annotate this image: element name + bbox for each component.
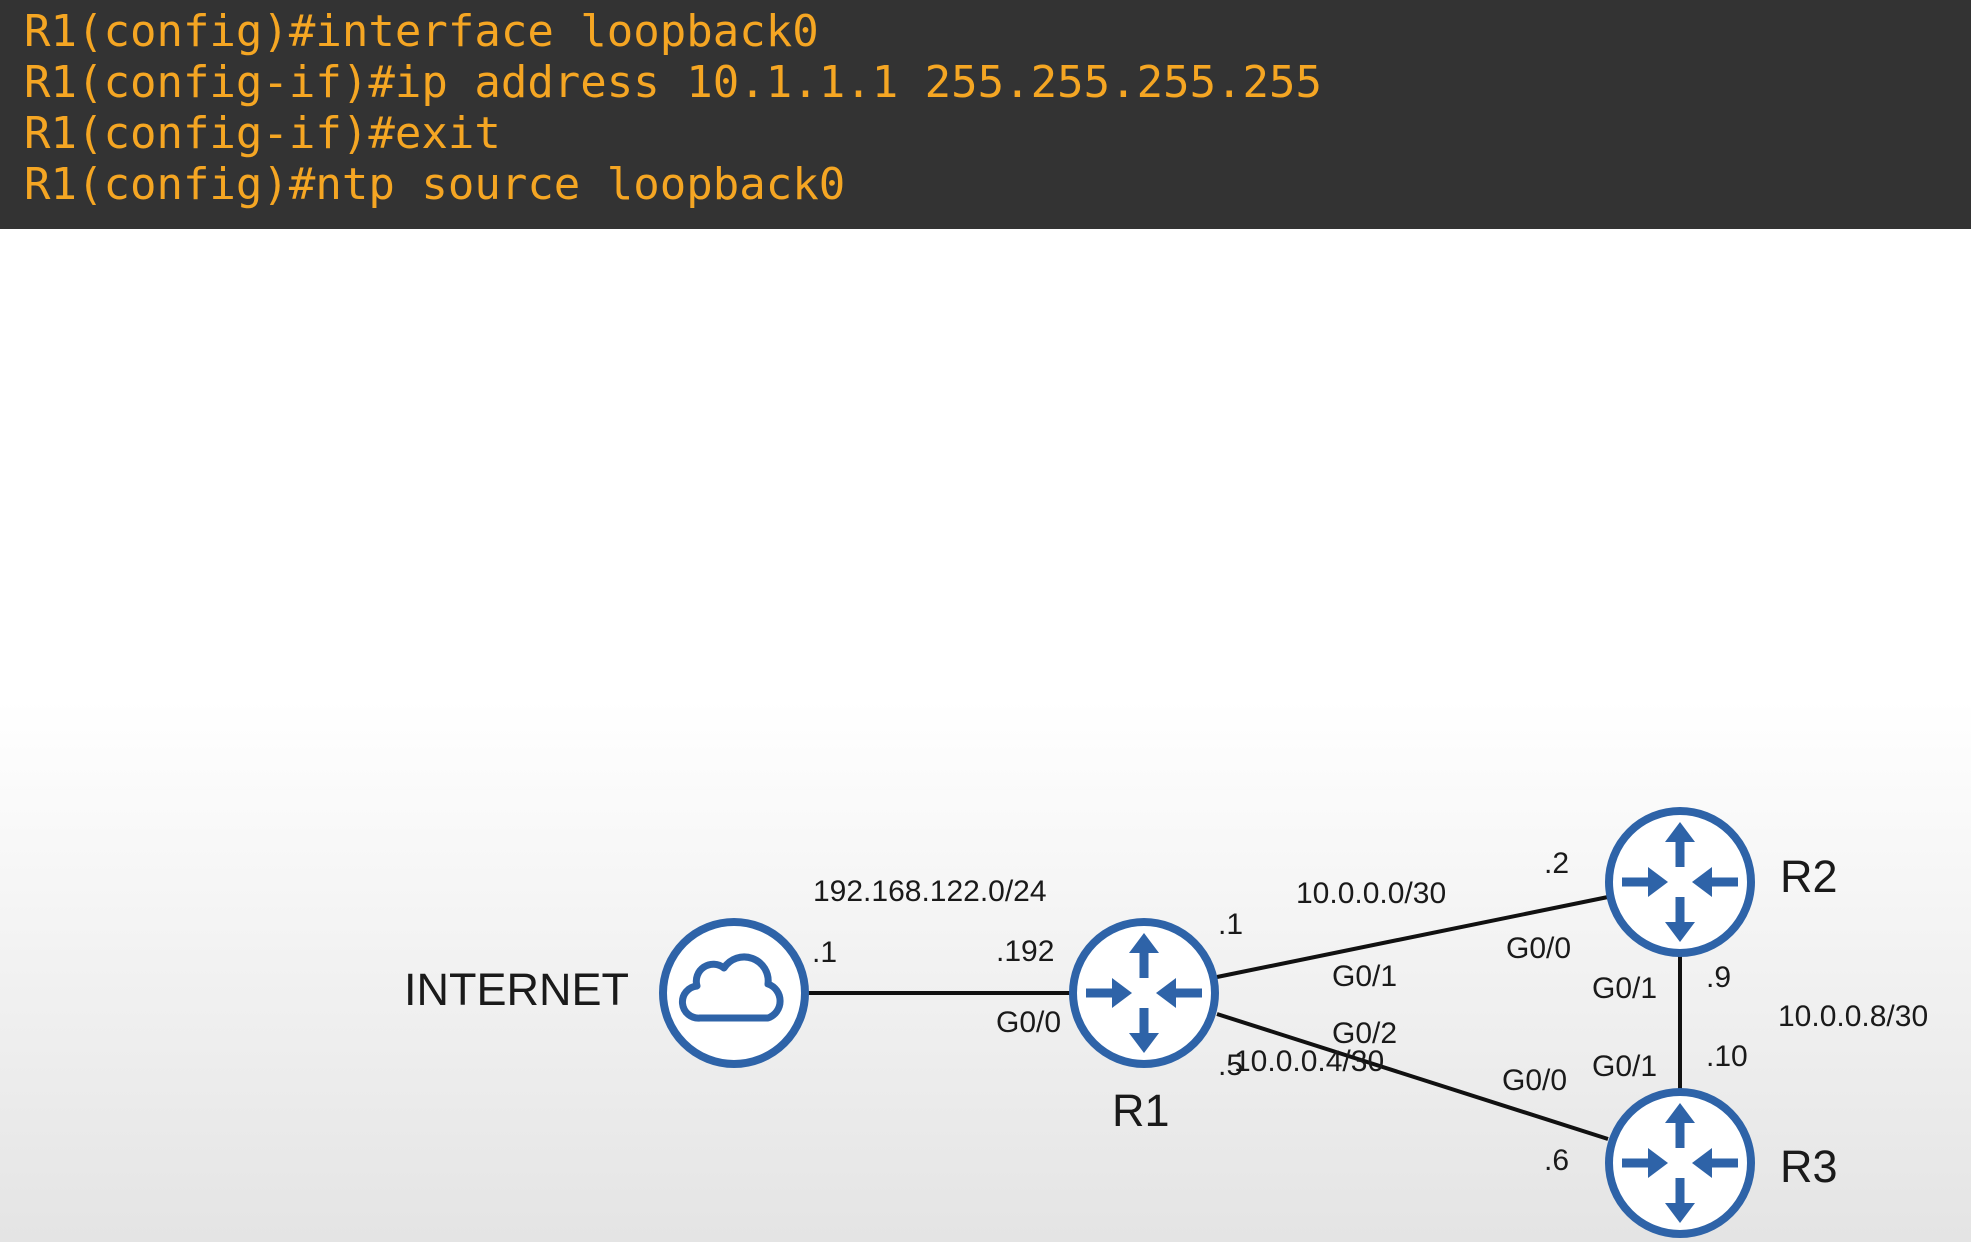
router-r1-ring	[1069, 918, 1219, 1068]
r2-g01-interface: G0/1	[1592, 972, 1657, 1005]
router-r2	[1605, 807, 1755, 957]
cli-line-3: R1(config-if)#exit	[24, 108, 501, 159]
r2-g00-interface: G0/0	[1506, 932, 1571, 965]
cloud-icon	[679, 953, 784, 1022]
cli-line-1: R1(config)#interface loopback0	[24, 6, 819, 57]
r1-label: R1	[1112, 1085, 1170, 1136]
r1-g02-interface: G0/2	[1332, 1017, 1397, 1050]
subnet-r2-r3: 10.0.0.8/30	[1778, 1000, 1928, 1033]
r1-g02-host-address: .5	[1218, 1049, 1243, 1082]
router-r3-ring	[1605, 1088, 1755, 1238]
r2-g00-host-address: .2	[1544, 847, 1569, 880]
r3-g00-interface: G0/0	[1502, 1064, 1567, 1097]
r1-g00-host-address: .192	[996, 935, 1054, 968]
cli-terminal: R1(config)#interface loopback0 R1(config…	[0, 0, 1971, 229]
r1-g00-interface: G0/0	[996, 1006, 1061, 1039]
r3-g01-host-address: .10	[1706, 1040, 1748, 1073]
r3-g01-interface: G0/1	[1592, 1050, 1657, 1083]
r1-g01-host-address: .1	[1218, 908, 1243, 941]
internet-host-address: .1	[812, 936, 837, 969]
router-r2-ring	[1605, 807, 1755, 957]
router-r1	[1069, 918, 1219, 1068]
r3-g00-host-address: .6	[1544, 1144, 1569, 1177]
subnet-r1-r2: 10.0.0.0/30	[1296, 877, 1446, 910]
internet-label: INTERNET	[404, 964, 629, 1015]
subnet-r1-r3: 10.0.0.4/30	[1234, 1045, 1384, 1078]
r2-label: R2	[1780, 851, 1838, 902]
r3-label: R3	[1780, 1141, 1838, 1192]
link-r1-r2	[1216, 895, 1609, 979]
r2-g01-host-address: .9	[1706, 961, 1731, 994]
link-r1-r3	[1216, 1012, 1609, 1141]
subnet-internet-r1: 192.168.122.0/24	[813, 875, 1047, 908]
router-r3	[1605, 1088, 1755, 1238]
cli-line-4: R1(config)#ntp source loopback0	[24, 159, 846, 210]
cli-line-2: R1(config-if)#ip address 10.1.1.1 255.25…	[24, 57, 1323, 108]
r1-g01-interface: G0/1	[1332, 960, 1397, 993]
internet-ring	[659, 918, 809, 1068]
internet-node	[659, 918, 809, 1068]
